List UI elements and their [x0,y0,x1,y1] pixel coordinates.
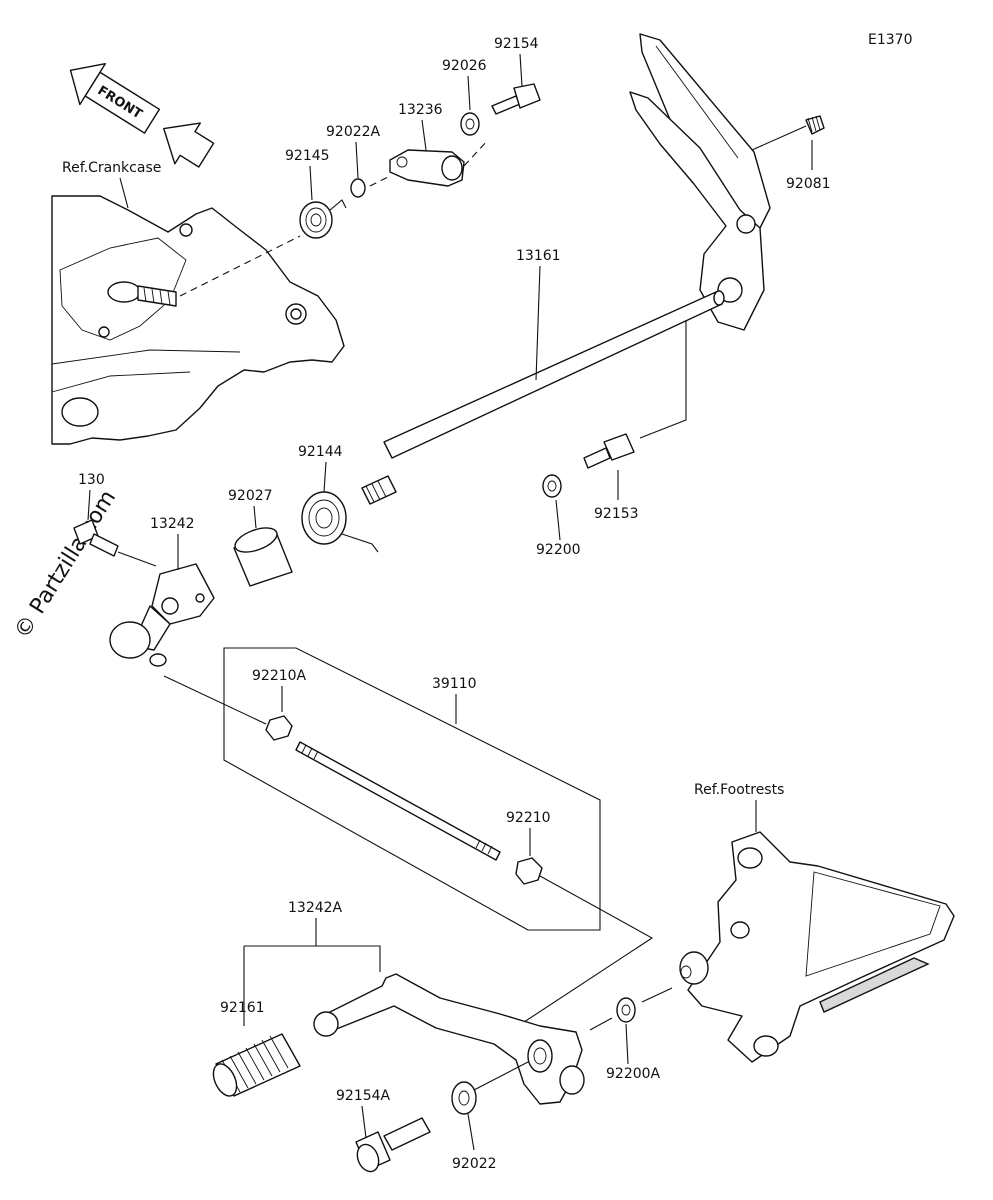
label-130: 130 [78,472,105,488]
tie-rod-39110 [223,647,601,931]
spring-92144 [301,491,379,553]
shift-arm [629,33,771,331]
ref-crankcase-label: Ref.Crankcase [62,160,161,176]
label-92154: 92154 [494,36,539,52]
label-92200: 92200 [536,542,581,558]
watermark: © Partzilla.com [10,486,121,643]
nut-92210 [515,857,543,885]
washer-92022a [350,178,366,198]
bolt-92154 [491,83,541,115]
washer-92022 [451,1081,477,1115]
bolt-92154a [355,1117,431,1173]
label-92200a: 92200A [606,1066,661,1082]
svg-text:© Partzilla.com: © Partzilla.com [10,486,121,643]
shift-arm-13242 [109,563,215,667]
label-13242a: 13242A [288,900,343,916]
diagram-code: E1370 [868,32,912,48]
label-39110: 39110 [432,676,477,692]
label-92026: 92026 [442,58,487,74]
front-arrow-icon: FRONT [69,63,215,168]
label-13242: 13242 [150,516,195,532]
label-92144: 92144 [298,444,343,460]
label-92154a: 92154A [336,1088,391,1104]
spring-92145 [299,199,347,239]
label-13236: 13236 [398,102,443,118]
label-92210a: 92210A [252,668,307,684]
spring-92081 [751,115,825,151]
nut-92210a [265,715,293,741]
label-92027: 92027 [228,488,273,504]
lever-13236 [389,149,465,187]
washer-92200a [616,997,636,1023]
label-92153: 92153 [594,506,639,522]
label-92022: 92022 [452,1156,497,1172]
bolt-130 [73,519,119,557]
shift-shaft-13161 [361,290,725,505]
collar-92027 [233,527,293,587]
label-92161: 92161 [220,1000,265,1016]
crankcase-housing [51,195,345,445]
footrest-bracket [679,831,955,1063]
label-92022a: 92022A [326,124,381,140]
ref-footrests-label: Ref.Footrests [694,782,784,798]
pedal-rubber-92161 [212,1033,301,1097]
label-13161: 13161 [516,248,561,264]
label-92145: 92145 [285,148,330,164]
label-92210: 92210 [506,810,551,826]
washer-92026 [460,112,480,136]
shift-pedal-13242a [313,973,585,1105]
label-92081: 92081 [786,176,831,192]
bolt-92153 [583,433,635,469]
washer-92200 [542,474,562,498]
